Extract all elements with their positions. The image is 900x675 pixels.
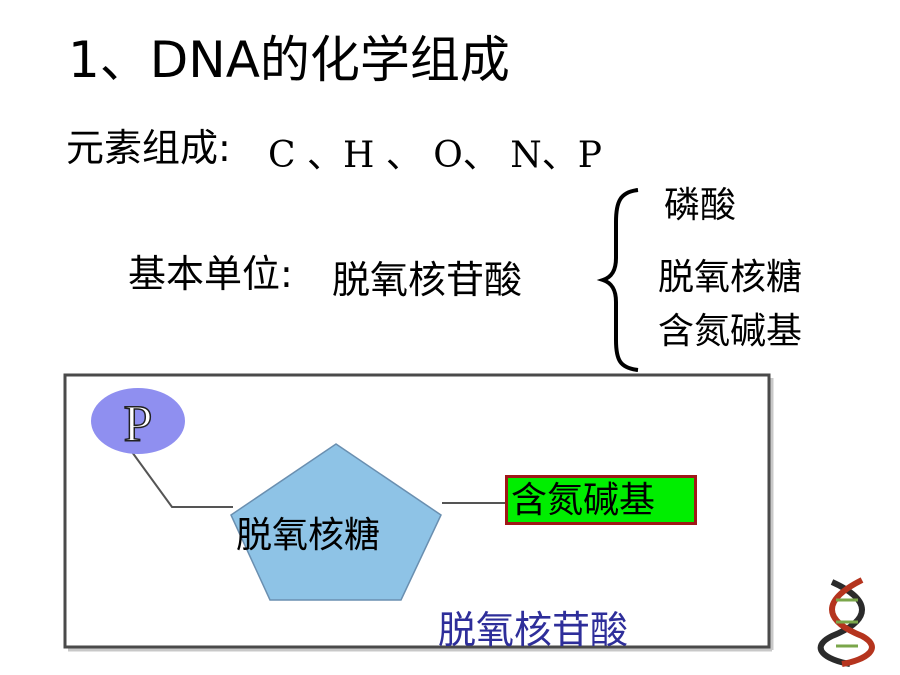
phosphate-circle — [91, 388, 185, 454]
nitrogenous-base-box — [505, 475, 697, 525]
component-deoxyribose: 脱氧核糖 — [658, 257, 803, 298]
elements-label: 元素组成: — [66, 126, 231, 170]
basic-unit-label: 基本单位: — [128, 252, 293, 296]
nucleotide-caption: 脱氧核苷酸 — [438, 608, 629, 652]
basic-unit-value: 脱氧核苷酸 — [332, 258, 523, 302]
component-nitrogenous-base: 含氮碱基 — [658, 311, 803, 352]
phosphate-sugar-bond — [131, 451, 233, 508]
phosphate-symbol: P — [124, 396, 153, 453]
diagram-frame — [63, 373, 771, 649]
deoxyribose-label: 脱氧核糖 — [236, 515, 381, 556]
elements-values: C 、H 、 O、 N、P — [268, 135, 602, 176]
dna-helix-icon — [817, 577, 875, 667]
slide-title: 1、DNA的化学组成 — [68, 31, 510, 89]
deoxyribose-pentagon — [230, 443, 442, 601]
curly-brace — [596, 188, 639, 372]
component-phosphate: 磷酸 — [664, 185, 737, 226]
nitrogenous-base-label: 含氮碱基 — [511, 480, 656, 521]
